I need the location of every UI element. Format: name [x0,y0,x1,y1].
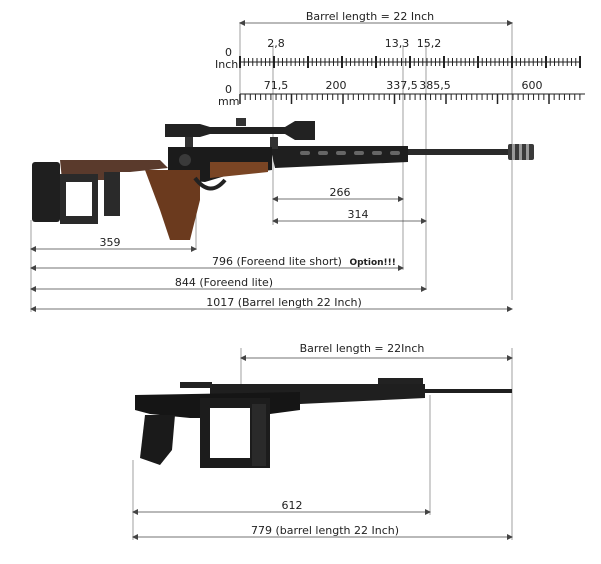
mm-ruler [239,93,585,104]
inch-ruler [239,56,581,68]
mm-tick-385-5: 385,5 [419,79,451,92]
inch-tick-13-3: 13,3 [384,37,410,50]
option-label: Option!!! [349,258,396,268]
trigger-guard [193,176,227,191]
handguard [270,146,408,168]
mm-zero-label: 0 [225,83,232,96]
dim-314: 314 [347,208,369,221]
bottom-extension-lines [132,348,513,540]
top-dimension-arrows [30,20,513,312]
bottom-rifle-illustration [135,378,512,468]
wood-grip [145,170,200,240]
handguard-slots [300,151,400,155]
dim-796-foreend-lite-short: 796 (Foreend lite short) Option!!! [212,256,396,269]
mm-tick-337-5: 337,5 [386,79,418,92]
mm-tick-71-5: 71,5 [263,79,289,92]
inch-zero-label: 0 [225,46,232,59]
top-barrel-length-label: Barrel length = 22 Inch [305,10,435,23]
bottom-dimension-arrows [132,355,513,540]
dim-359: 359 [99,236,121,249]
bolt-handle [179,154,191,166]
bottom-barrel-length-label: Barrel length = 22Inch [299,342,425,355]
wood-insert [210,162,268,178]
top-rifle-illustration [32,118,534,240]
folding-stock [32,160,168,224]
dim-612: 612 [281,499,303,512]
pistol-grip [140,415,175,465]
dim-1017-barrel-length: 1017 (Barrel length 22 Inch) [206,296,362,309]
dim-844-foreend-lite: 844 (Foreend lite) [174,276,274,289]
mm-tick-200: 200 [325,79,347,92]
folded-stock [200,398,270,468]
top-rail [378,378,423,384]
mm-unit-label: mm [218,95,240,108]
rifle-scope [165,118,315,149]
inch-tick-15-2: 15,2 [416,37,442,50]
dim-796-text: 796 (Foreend lite short) [212,255,342,268]
mm-tick-600: 600 [521,79,543,92]
receiver-rail [180,382,212,388]
dim-779-barrel-length: 779 (barrel length 22 Inch) [250,524,400,537]
dim-266: 266 [329,186,351,199]
inch-unit-label: Inch [215,58,239,71]
inch-tick-2-8: 2,8 [267,37,285,50]
muzzle-brake [508,144,534,160]
